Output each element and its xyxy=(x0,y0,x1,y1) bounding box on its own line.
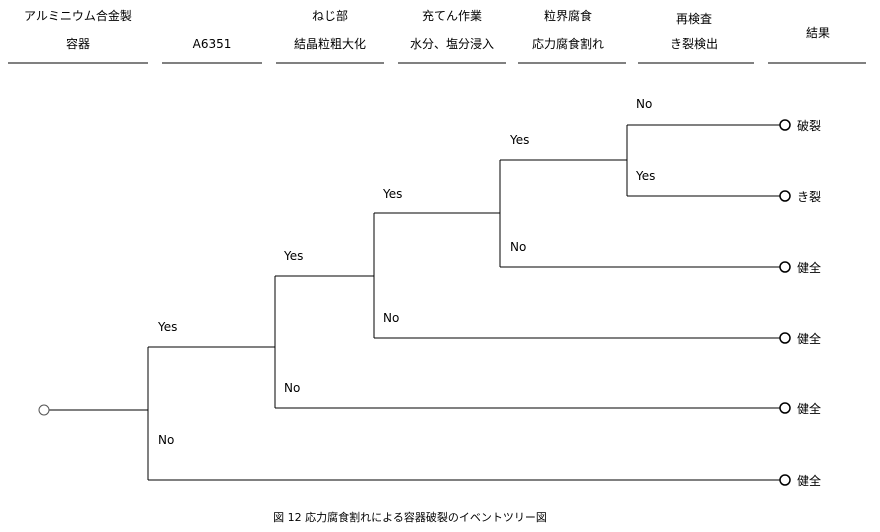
branch-label-node5-yes: Yes xyxy=(635,169,655,183)
header-1-line1: アルミニウム合金製 xyxy=(24,8,132,23)
outcome-label-6: 健全 xyxy=(797,473,821,488)
branch-label-node1-no: No xyxy=(158,433,174,447)
outcome-label-3: 健全 xyxy=(797,260,821,275)
outcome-circle-1 xyxy=(779,119,791,131)
branch-labels: Yes No Yes No Yes No Yes No No Yes xyxy=(157,97,655,447)
header-4-line1: 充てん作業 xyxy=(422,8,482,23)
header-1-line2: 容器 xyxy=(66,36,90,51)
root-node-circle xyxy=(38,404,50,416)
branch-label-node4-no: No xyxy=(510,240,526,254)
outcome-circle-2 xyxy=(779,190,791,202)
outcome-label-4: 健全 xyxy=(797,331,821,346)
branch-label-node2-no: No xyxy=(284,381,300,395)
outcome-label-1: 破裂 xyxy=(797,118,821,133)
header-5-line1: 粒界腐食 xyxy=(544,8,592,23)
figure-caption: 図 12 応力腐食割れによる容器破裂のイベントツリー図 xyxy=(273,510,547,524)
branch-label-node2-yes: Yes xyxy=(283,249,303,263)
branch-label-node5-no: No xyxy=(636,97,652,111)
branch-label-node3-no: No xyxy=(383,311,399,325)
outcome-circles xyxy=(779,119,791,486)
branch-label-node4-yes: Yes xyxy=(509,133,529,147)
outcome-labels: 破裂 き裂 健全 健全 健全 健全 xyxy=(797,118,821,488)
outcome-circle-3 xyxy=(779,261,791,273)
header-4-line2: 水分、塩分浸入 xyxy=(410,36,494,51)
outcome-label-2: き裂 xyxy=(797,190,821,204)
header-7-line2: 結果 xyxy=(806,26,830,40)
header-row: アルミニウム合金製 容器 A6351 ねじ部 結晶粒粗大化 充てん作業 水分、塩… xyxy=(24,8,830,51)
header-6-line2: き裂検出 xyxy=(670,37,718,51)
outcome-label-5: 健全 xyxy=(797,401,821,416)
header-5-line2: 応力腐食割れ xyxy=(532,36,604,51)
header-2-line2: A6351 xyxy=(193,37,232,51)
header-3-line2: 結晶粒粗大化 xyxy=(294,36,366,51)
outcome-circle-5 xyxy=(779,402,791,414)
outcome-circle-6 xyxy=(779,474,791,486)
header-6-line1: 再検査 xyxy=(676,12,712,26)
outcome-circle-4 xyxy=(779,332,791,344)
tree-lines xyxy=(49,124,780,481)
header-3-line1: ねじ部 xyxy=(312,8,348,23)
branch-label-node1-yes: Yes xyxy=(157,320,177,334)
branch-label-node3-yes: Yes xyxy=(382,187,402,201)
